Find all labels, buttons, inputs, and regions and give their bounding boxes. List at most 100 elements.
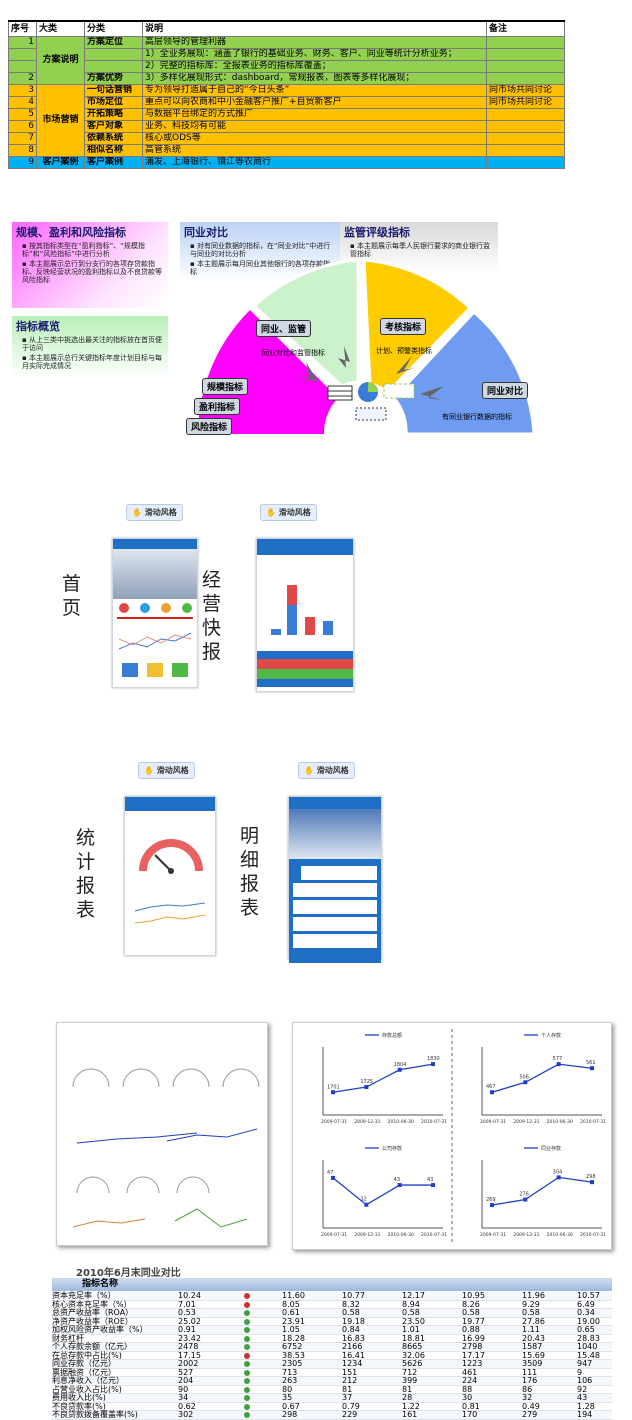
metric-value: 32 [522, 1393, 533, 1402]
metric-value: 2305 [282, 1359, 303, 1368]
metric-value: 0.88 [462, 1325, 480, 1334]
row-cls: 客户对象 [84, 120, 143, 133]
metric-value: 20.43 [522, 1333, 545, 1343]
data-point [590, 1180, 594, 1185]
table-row: 3 市场营销 一句话营销 专为领导打造属于自己的“今日头条” 同市场共同讨论 [8, 84, 565, 157]
metric-value: 170 [462, 1410, 478, 1419]
row-no: 5 [8, 108, 37, 121]
row-no: 7 [8, 132, 37, 145]
section-title: 规模、盈利和风险指标 [16, 226, 126, 239]
tag-text: 滑动风格 [156, 766, 189, 775]
data-point [364, 1085, 369, 1090]
phone-home-screen[interactable] [112, 538, 198, 688]
app-icon[interactable] [160, 603, 171, 613]
bullet-text: 对有同业数据的指标，在“同业对比”中进行与同业的对比分析 [190, 242, 331, 258]
data-label: 561 [586, 1060, 596, 1066]
group-label: 市场营销 [36, 84, 85, 157]
green-status-dot-icon [244, 1403, 250, 1410]
tick-label: 2010-07-31 [580, 1232, 606, 1238]
segment-label: 同业对比 [482, 382, 529, 399]
metric-value: 2166 [342, 1342, 363, 1351]
row-note [486, 48, 565, 61]
metric-value: 0.58 [342, 1308, 360, 1317]
risk-pill: 风险指标 [186, 418, 233, 435]
list-item[interactable] [293, 934, 377, 948]
bullet: ▪ 对有同业数据的指标，在“同业对比”中进行与同业的对比分析 [190, 242, 331, 258]
metric-value: 34 [178, 1393, 189, 1402]
metric-value: 1.11 [522, 1325, 540, 1334]
phone-statistics-screen[interactable] [124, 796, 216, 956]
metric-value: 0.58 [402, 1308, 420, 1317]
app-icon[interactable] [181, 603, 192, 613]
series-line [491, 1176, 593, 1206]
metric-value: 176 [522, 1376, 538, 1385]
slide-style-tag: ✋ 滑动风格 [260, 504, 317, 521]
row-no [8, 60, 37, 73]
green-status-dot-icon [244, 1369, 250, 1376]
data-label: 32 [360, 1197, 366, 1203]
app-icon[interactable] [118, 603, 129, 613]
label-char: 经 [202, 569, 222, 591]
tile-icon[interactable] [146, 663, 163, 677]
table-icon [327, 385, 353, 401]
data-label: 506 [519, 1074, 529, 1080]
ranking-list [289, 859, 381, 963]
metric-value: 0.67 [282, 1401, 300, 1411]
label-char: 统 [76, 827, 96, 849]
metric-value: 28 [402, 1393, 413, 1402]
list-item[interactable] [293, 866, 377, 880]
metric-value: 3509 [522, 1359, 543, 1368]
metric-name: 同业存款（亿元） [52, 1359, 116, 1368]
bullet-text: 按其指标类型在“盈利指标”、“规模指标”和“风险指标”中进行分析 [22, 242, 145, 258]
phone-briefing-screen[interactable] [256, 538, 354, 692]
data-label: 43 [394, 1177, 400, 1183]
row-cls: 方案定位 [84, 36, 143, 49]
metric-value: 1587 [522, 1342, 543, 1351]
arrow-icon [396, 356, 414, 374]
tick-label: 2010-07-31 [580, 1119, 606, 1125]
legend-label: 同业存款 [541, 1145, 561, 1152]
list-item[interactable] [293, 883, 377, 897]
app-icon[interactable] [139, 603, 150, 613]
list-item[interactable] [293, 917, 377, 931]
tick-label: 2010-06-30 [547, 1232, 573, 1238]
metric-value: 8.05 [282, 1299, 300, 1309]
peer-compare-box: 同业对比 ▪ 对有同业数据的指标，在“同业对比”中进行与同业的对比分析 ▪ 本主… [180, 222, 340, 282]
metric-value: 111 [522, 1367, 538, 1377]
list-item[interactable] [293, 900, 377, 914]
row-note [486, 36, 565, 49]
metric-value: 527 [178, 1367, 194, 1377]
row-no: 6 [8, 120, 37, 133]
label-char: 首 [62, 573, 82, 595]
metric-value: 38.53 [282, 1350, 305, 1360]
comparison-title-text: 2010年6月末同业对比 [76, 1268, 181, 1279]
row-no: 9 [8, 156, 37, 169]
data-point [590, 1066, 594, 1071]
tick-label: 2010-07-31 [421, 1119, 447, 1125]
regulatory-box: 监管评级指标 ▪ 本主题展示每季人民银行要求的商业银行监管指标 [340, 222, 498, 272]
tile-row [113, 661, 197, 679]
table-row: 1 方案说明 方案定位 高层领导的管理利器 [8, 36, 565, 85]
row-note [486, 156, 565, 169]
tile-icon[interactable] [121, 663, 138, 677]
data-point [490, 1203, 494, 1208]
metric-value: 1040 [577, 1342, 598, 1351]
tile-icon[interactable] [172, 663, 189, 677]
metric-value: 0.62 [178, 1401, 196, 1411]
metric-name: 不良贷款拨备覆盖率(%) [52, 1410, 138, 1419]
green-status-dot-icon [244, 1335, 250, 1342]
bullet-text: 本主题展示每季人民银行要求的商业银行监管指标 [350, 242, 490, 258]
metric-value: 0.81 [462, 1401, 480, 1411]
metric-name: 净资产收益率（ROE） [52, 1316, 133, 1326]
phone-detail-screen[interactable] [288, 796, 382, 963]
hero-image [113, 549, 197, 599]
metric-name: 不良贷款率(%) [52, 1401, 106, 1411]
metric-name: 个人存款余额（亿元） [52, 1342, 132, 1351]
tick-label: 2010-07-31 [421, 1232, 447, 1238]
metric-value: 151 [342, 1367, 358, 1377]
tick-label: 2010-06-30 [388, 1119, 414, 1125]
